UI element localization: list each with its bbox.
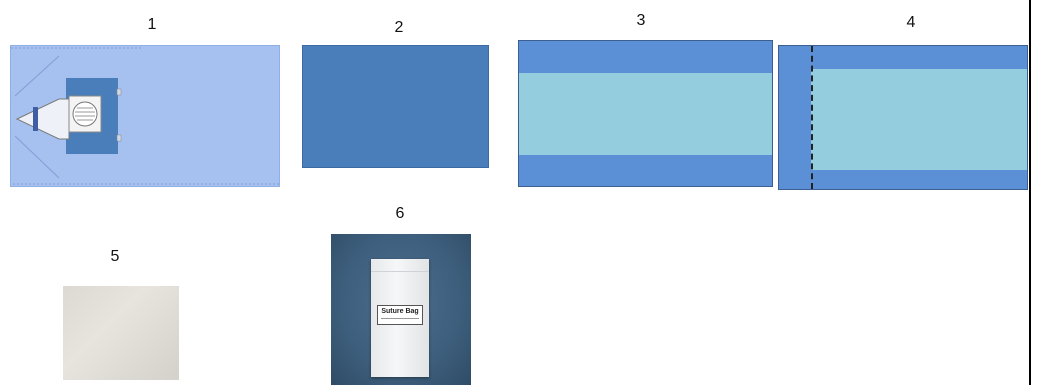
- item-number-1: 1: [137, 16, 167, 34]
- bag-label: Suture Bag: [377, 305, 423, 325]
- drape-fold-flap: [779, 46, 811, 189]
- item-number-2: 2: [384, 19, 414, 37]
- item-number-3: 3: [626, 12, 656, 30]
- bag-label-underline: [381, 318, 419, 319]
- gauze-pad-photo-icon: [63, 286, 179, 380]
- item-number-6: 6: [385, 205, 415, 223]
- item-number-4: 4: [896, 14, 926, 32]
- bag-label-text: Suture Bag: [378, 307, 422, 316]
- drape-with-incise-window-icon: [10, 45, 280, 187]
- right-border-line: [1029, 0, 1031, 385]
- item-number-5: 5: [100, 248, 130, 266]
- drape-center-band: [519, 73, 772, 155]
- suture-bag: Suture Bag: [371, 259, 429, 377]
- blue-drape-sheet-icon: [302, 45, 489, 168]
- suture-bag-photo-icon: Suture Bag: [331, 234, 471, 385]
- fold-line: [811, 46, 813, 189]
- drape-diagram: [11, 46, 281, 188]
- striped-drape-icon: [518, 40, 773, 187]
- drape-center-band: [779, 69, 1027, 170]
- striped-drape-with-fold-line-icon: [778, 45, 1028, 190]
- bag-seam: [371, 271, 429, 272]
